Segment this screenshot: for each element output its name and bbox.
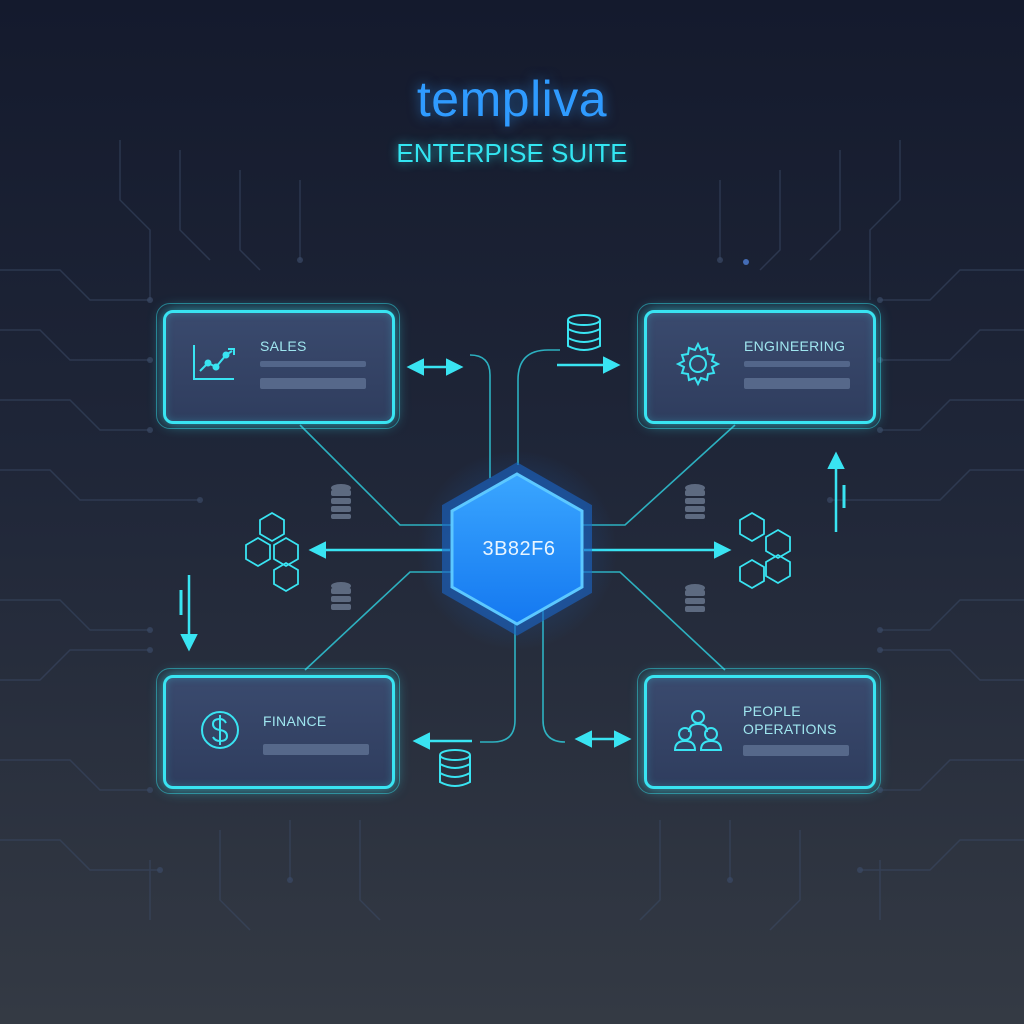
brand-subtitle: ENTERPISE SUITE xyxy=(396,138,628,168)
card-bar xyxy=(744,378,850,389)
database-icon-bottom xyxy=(439,749,471,787)
card-frame-people xyxy=(637,668,881,794)
hexagon-cluster-icon-left xyxy=(245,511,299,593)
card-label-engineering: ENGINEERING xyxy=(744,338,846,354)
database-icon-top xyxy=(567,314,601,351)
database-icon-gray-group xyxy=(331,484,705,612)
card-sales[interactable]: SALES xyxy=(163,310,395,424)
card-frame-finance xyxy=(156,668,400,794)
line-chart-icon xyxy=(193,345,235,380)
brand-title: templiva xyxy=(416,71,608,127)
gear-icon xyxy=(675,341,721,387)
card-label-finance: FINANCE xyxy=(263,713,327,729)
card-bar xyxy=(744,361,850,367)
dollar-icon xyxy=(201,711,239,749)
card-label-sales: SALES xyxy=(260,338,307,354)
hub-hexagon xyxy=(450,472,584,626)
people-icon xyxy=(673,710,723,751)
card-frame-sales xyxy=(156,303,400,429)
card-bar xyxy=(743,745,849,756)
card-finance[interactable]: FINANCE xyxy=(163,675,395,789)
card-label-people-line1: PEOPLE xyxy=(743,703,801,719)
hub-label[interactable]: 3B82F6 xyxy=(482,538,556,560)
card-bar xyxy=(260,378,366,389)
card-bar xyxy=(263,744,369,755)
hexagon-cluster-icon-right xyxy=(739,511,791,590)
card-engineering[interactable]: ENGINEERING xyxy=(644,310,876,424)
card-people-operations[interactable]: PEOPLE OPERATIONS xyxy=(644,675,876,789)
card-label-people-line2: OPERATIONS xyxy=(743,721,837,737)
card-bar xyxy=(260,361,366,367)
card-frame-engineering xyxy=(637,303,881,429)
